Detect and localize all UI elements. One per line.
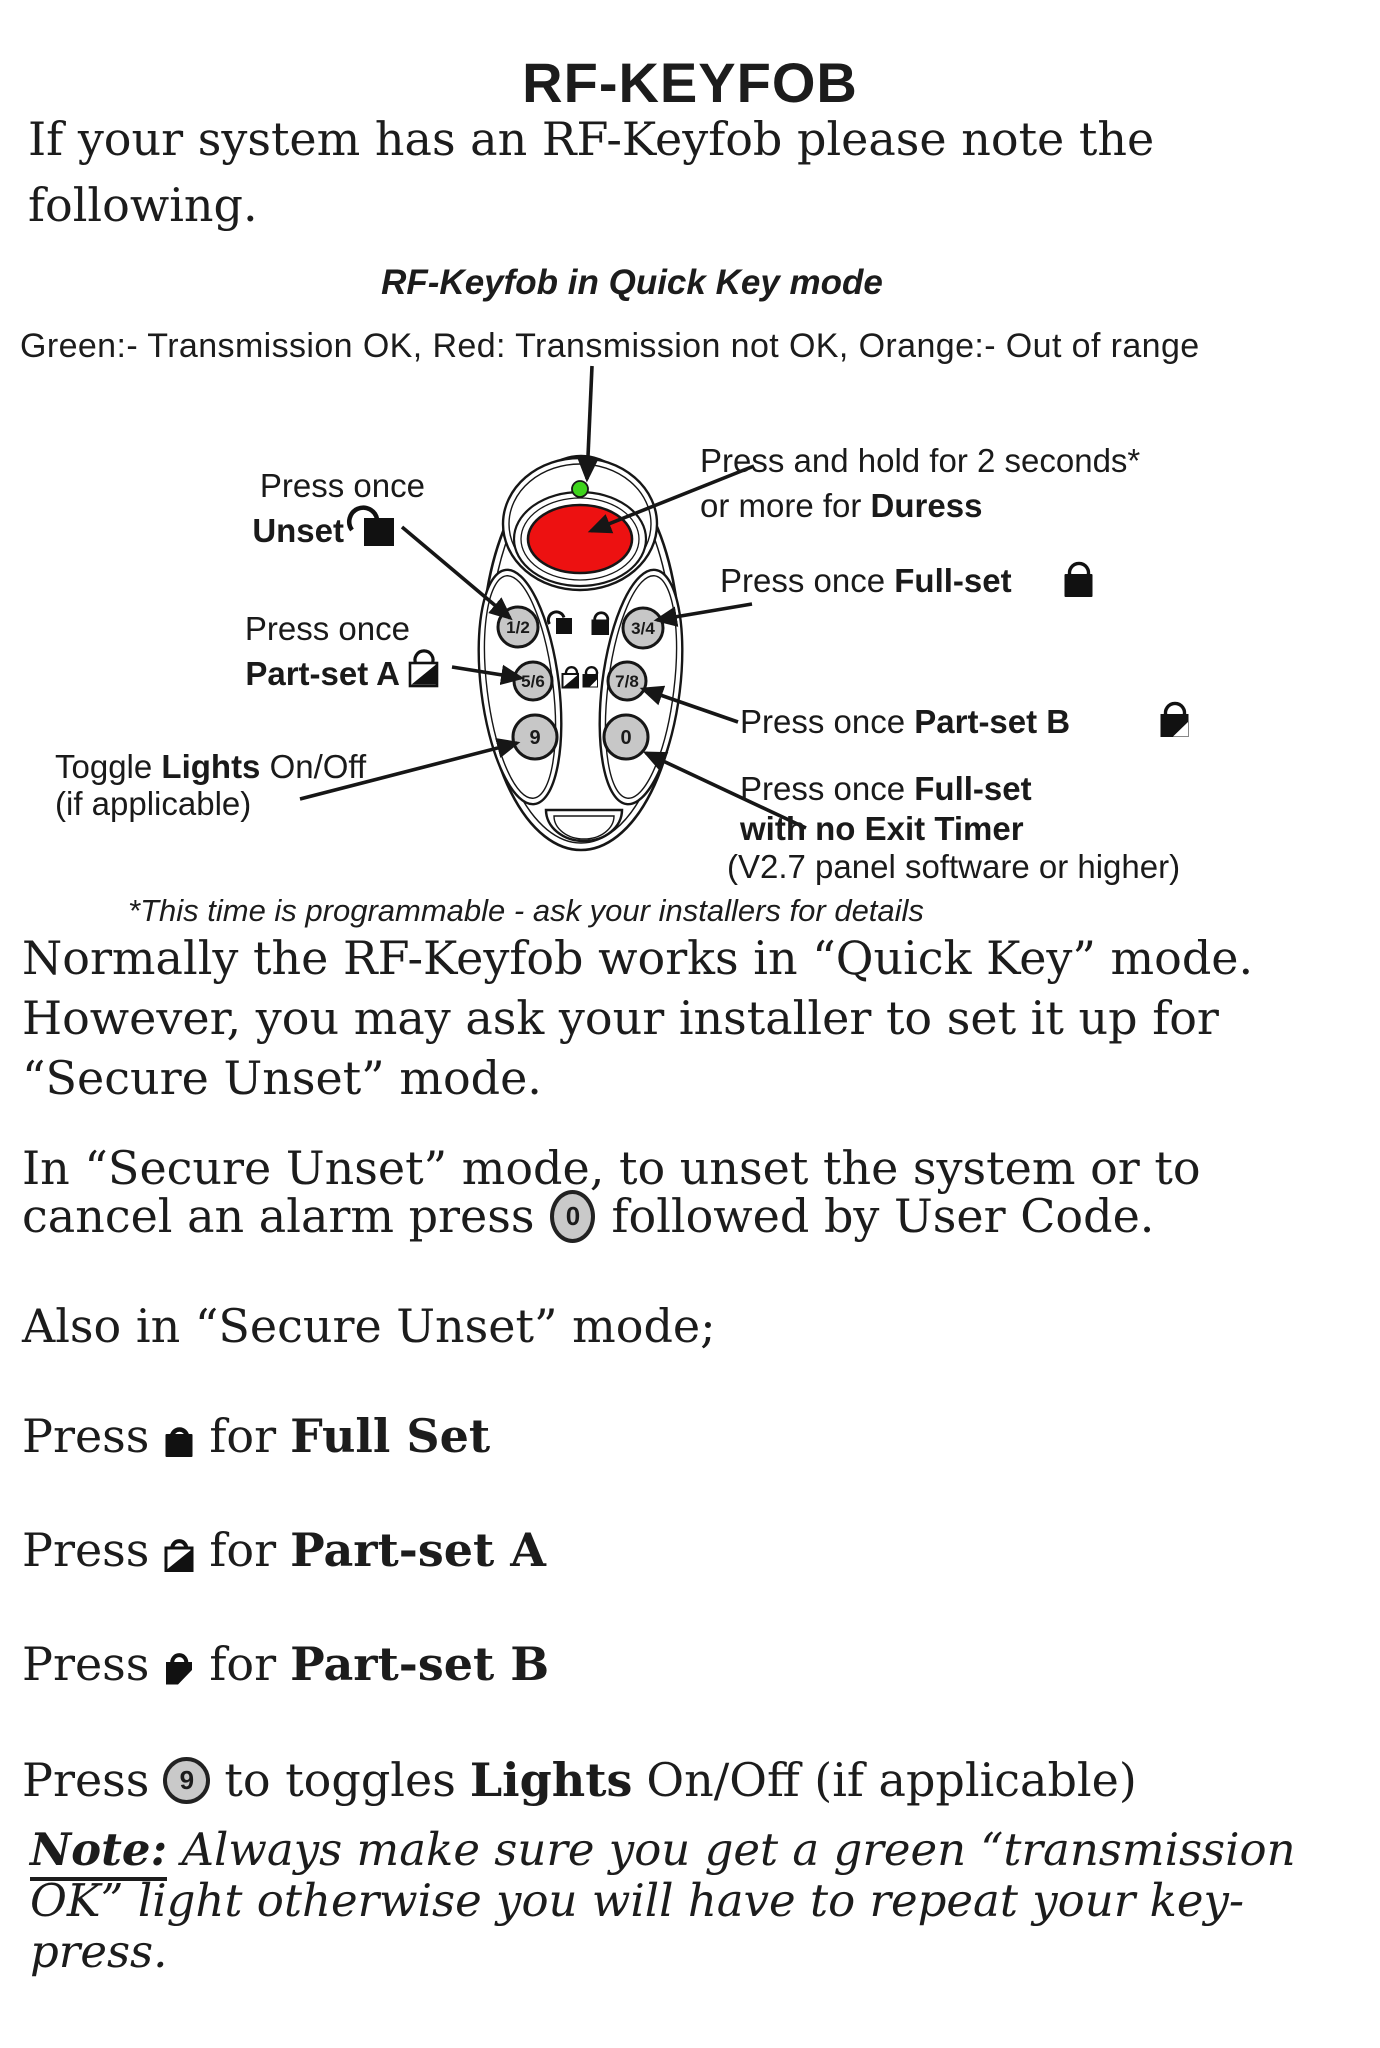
callout-unset-line1: Press once: [260, 467, 425, 504]
keyfob-button-7-8-label: 7/8: [615, 672, 639, 691]
press-row-full-set: Press for Full Set: [22, 1406, 490, 1466]
callout-lights-line1: Toggle Lights On/Off: [55, 748, 367, 785]
callout-lights-line2: (if applicable): [55, 785, 251, 822]
full-set-label: Full Set: [290, 1409, 491, 1463]
arrow-partset-b: [639, 685, 739, 724]
press-label: Press: [22, 1409, 150, 1463]
lights-suffix-label: On/Off (if applicable): [646, 1753, 1137, 1807]
note-line-2: OK” light otherwise you will have to rep…: [30, 1874, 1245, 1927]
keyfob-body: [477, 454, 684, 852]
keyfob-button-3-4-label: 3/4: [631, 619, 655, 638]
keyring-hole-inner: [553, 815, 615, 840]
led-indicator: [571, 480, 589, 498]
keyfob-button-1-2-label: 1/2: [506, 618, 530, 637]
part-set-a-lock-icon: [164, 1539, 194, 1572]
callout-arrows: [299, 365, 807, 830]
callout-partset-a-line1: Press once: [245, 610, 410, 647]
secure-unset-text-post: followed by User Code.: [611, 1189, 1155, 1243]
for-label: for: [209, 1409, 277, 1463]
intro-paragraph: If your system has an RF-Keyfob please n…: [28, 112, 1155, 232]
key-9-digit: 9: [179, 1765, 195, 1795]
keyfob-partset-b-icon: [582, 666, 599, 688]
press-row-part-set-a: Press for Part-set A: [22, 1520, 546, 1580]
full-set-lock-icon: [165, 1427, 193, 1457]
keyfob-button-7-8: [606, 660, 648, 702]
arrow-partset-a: [451, 664, 525, 686]
callout-fullset: Press once Full-set: [720, 562, 1012, 599]
note-line-1: Note: Always make sure you get a green “…: [30, 1823, 1360, 1881]
arrow-unset: [400, 525, 513, 621]
section-subtitle: RF-Keyfob in Quick Key mode: [381, 263, 883, 302]
led-status-legend: Green:- Transmission OK, Red: Transmissi…: [20, 327, 1200, 365]
callout-duress-line1: Press and hold for 2 seconds*: [700, 442, 1140, 479]
callout-noexit-line3: (V2.7 panel software or higher): [727, 848, 1180, 885]
key-0-badge: 0: [550, 1189, 596, 1243]
for-label: for: [209, 1637, 277, 1691]
callout-partset-b: Press once Part-set B: [740, 703, 1070, 740]
part-set-b-lock-icon: [166, 1653, 193, 1685]
to-toggles-label: to toggles: [224, 1753, 456, 1807]
keyfob-lock-icon: [591, 611, 610, 635]
locked-padlock-icon: [1064, 561, 1093, 597]
paragraph-secure-unset-line2: cancel an alarm press 0 followed by User…: [22, 1186, 1367, 1246]
paragraph-also-secure-unset: Also in “Secure Unset” mode;: [22, 1299, 716, 1353]
partset-a-padlock-icon: [408, 649, 439, 688]
keyfob-button-9-label: 9: [529, 727, 540, 749]
key-0-digit: 0: [565, 1201, 581, 1231]
arrow-to-panic-button: [587, 464, 755, 534]
keyfob-button-5-6-label: 5/6: [521, 672, 545, 691]
press-label: Press: [22, 1637, 150, 1691]
key-9-badge: 9: [163, 1756, 211, 1804]
callout-partset-a-line2: Part-set A: [245, 655, 400, 692]
for-label: for: [209, 1523, 277, 1577]
note-paragraph: Note: Always make sure you get a green “…: [30, 1823, 1360, 1978]
secure-unset-text-pre: cancel an alarm press: [22, 1189, 535, 1243]
press-row-part-set-b: Press for Part-set B: [22, 1634, 549, 1694]
keyfob-button-9: [511, 713, 559, 761]
callout-noexit-line1: Press once Full-set: [740, 770, 1032, 807]
callout-duress-line2: or more for Duress: [700, 487, 982, 524]
callout-unset-line2: Unset: [252, 512, 344, 549]
callout-noexit-line2: with no Exit Timer: [739, 810, 1024, 847]
paragraph-quick-key: Normally the RF-Keyfob works in “Quick K…: [22, 931, 1254, 1105]
unlocked-padlock-icon: [347, 505, 394, 546]
keyfob-unlock-icon: [546, 610, 572, 634]
keyfob-button-0-label: 0: [620, 727, 631, 749]
paragraph-secure-unset-line1: In “Secure Unset” mode, to unset the sys…: [22, 1141, 1201, 1195]
keyfob-button-3-4: [621, 606, 665, 650]
part-set-b-label: Part-set B: [290, 1637, 550, 1691]
panic-button-ring-inner: [520, 497, 640, 581]
keyfob-diagram: 1/2 3/4 5/6 7/8 9 0: [55, 365, 1189, 885]
note-label: Note:: [30, 1823, 168, 1881]
page-title: RF-KEYFOB: [522, 51, 858, 114]
arrow-to-led: [577, 365, 599, 483]
lights-label: Lights: [469, 1753, 633, 1807]
part-set-a-label: Part-set A: [290, 1523, 546, 1577]
note-line-1-text: Always make sure you get a green “transm…: [167, 1823, 1296, 1876]
arrow-lights: [299, 738, 521, 801]
partset-b-padlock-icon: [1160, 701, 1189, 737]
press-row-lights: Press 9 to toggles Lights On/Off (if app…: [22, 1750, 1137, 1810]
arrow-noexit: [642, 751, 807, 830]
keyfob-partset-a-icon: [561, 666, 579, 689]
keyfob-button-0: [602, 713, 650, 761]
press-label: Press: [22, 1523, 150, 1577]
press-label: Press: [22, 1753, 150, 1807]
panic-duress-button: [526, 503, 634, 575]
programmable-footnote: *This time is programmable - ask your in…: [128, 893, 924, 928]
arrow-fullset: [653, 602, 753, 627]
note-line-3: press.: [30, 1925, 168, 1978]
